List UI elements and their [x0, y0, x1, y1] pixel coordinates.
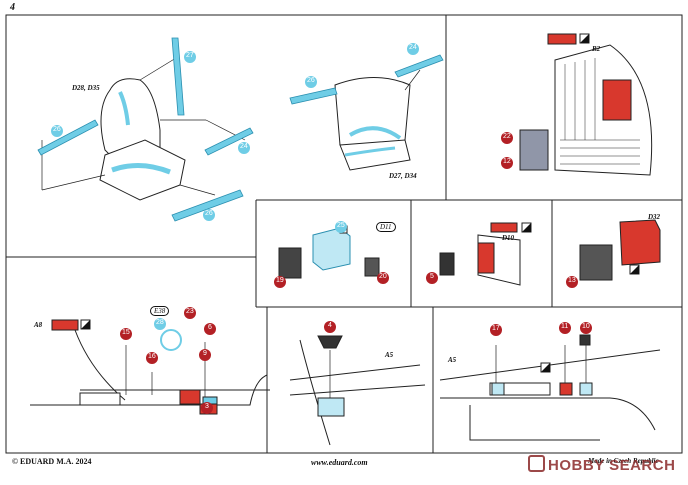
seat-2-belt — [348, 126, 402, 140]
callout-d10: D10 — [502, 234, 515, 242]
pe-strap-24 — [204, 127, 254, 156]
watermark-text: HOBBY SEARCH — [548, 457, 676, 474]
part-12-label: 12 — [503, 158, 511, 165]
box-2-paint-swatch — [490, 222, 518, 233]
pe-strap-24-s2 — [394, 54, 444, 78]
pe-24-s2-label: 24 — [409, 44, 417, 51]
box-1 — [312, 227, 351, 271]
callout-a5-left: A5 — [385, 351, 394, 359]
part-15-label: 15 — [122, 329, 130, 336]
box-3 — [619, 219, 661, 266]
part-5-label: 5 — [430, 273, 434, 280]
pe-24-label: 24 — [240, 143, 248, 150]
pe-25-label: 25 — [337, 222, 345, 229]
tail-red-panel — [602, 79, 632, 121]
callout-a8: A8 — [34, 321, 43, 329]
callout-d28: D28, D35 — [72, 84, 100, 92]
outer-frame — [5, 14, 683, 454]
pe-part-4 — [317, 335, 343, 349]
callout-e38: E38 — [150, 306, 170, 316]
part-19-label: 19 — [276, 277, 284, 284]
page-number: 4 — [10, 2, 15, 13]
callout-b2: B2 — [592, 45, 601, 53]
part-number-badges — [120, 132, 592, 414]
website-text: www.eduard.com — [311, 458, 368, 467]
seat-1-belt-lap — [111, 163, 171, 175]
seat-1-assembly — [37, 37, 254, 222]
fus-1-paint-swatch — [51, 319, 79, 331]
part-9-label: 9 — [203, 350, 207, 357]
part-11-label: 11 — [561, 323, 569, 330]
box-panel-2 — [439, 222, 532, 286]
pe-panel-20 — [364, 257, 380, 277]
callout-d11: D11 — [376, 222, 396, 232]
pe-26-s2-label: 26 — [307, 77, 315, 84]
part-3-label: 3 — [205, 403, 209, 410]
seat-2-belt-lap — [344, 146, 396, 157]
pe-panel-5 — [439, 252, 455, 276]
pe-26-label: 26 — [53, 126, 61, 133]
fuselage-panel-3 — [439, 334, 661, 441]
part-10-label: 10 — [582, 323, 590, 330]
pe-strap-27 — [171, 37, 185, 116]
fuselage-panel-2 — [289, 335, 426, 446]
pe-strap-26-bottom — [171, 189, 244, 222]
part-4-label: 4 — [328, 322, 332, 329]
part-22-label: 22 — [503, 133, 511, 140]
box-panel-1 — [278, 225, 380, 279]
part-13-label: 13 — [568, 277, 576, 284]
part-16-label: 16 — [148, 353, 156, 360]
pe-28-label: 28 — [156, 319, 164, 326]
part-6-label: 6 — [208, 324, 212, 331]
tail-paint-swatch — [547, 33, 577, 45]
box-panel-3 — [579, 219, 661, 281]
part-20-label: 20 — [379, 273, 387, 280]
callout-d32: D32 — [648, 213, 661, 221]
part-17-label: 17 — [492, 325, 500, 332]
watermark: HOBBY SEARCH — [528, 455, 675, 474]
seat-2-assembly — [289, 54, 444, 171]
part-23-label: 23 — [186, 308, 194, 315]
pe-panel-19 — [278, 247, 302, 279]
watermark-logo-icon — [528, 455, 545, 472]
pe-strap-26-left — [37, 119, 99, 156]
pe-part-badges — [51, 43, 419, 330]
copyright-text: © EDUARD M.A. 2024 — [12, 457, 92, 466]
callout-a5-right: A5 — [448, 356, 457, 364]
made-in-text: Made in Czech Republic — [588, 457, 659, 465]
pe-27-label: 27 — [186, 52, 194, 59]
pe-panel-13 — [579, 244, 613, 281]
fuselage-panel-1 — [30, 319, 270, 415]
pe-ring-28 — [160, 329, 182, 351]
callout-d27: D27, D34 — [389, 172, 417, 180]
tail-pe-panel — [519, 129, 549, 171]
seat-1-belt-upper — [118, 91, 130, 126]
tail-cone — [519, 33, 653, 176]
pe-26b-label: 26 — [205, 210, 213, 217]
pe-part-4-installed — [317, 397, 345, 417]
pe-strap-26-s2 — [289, 87, 338, 105]
